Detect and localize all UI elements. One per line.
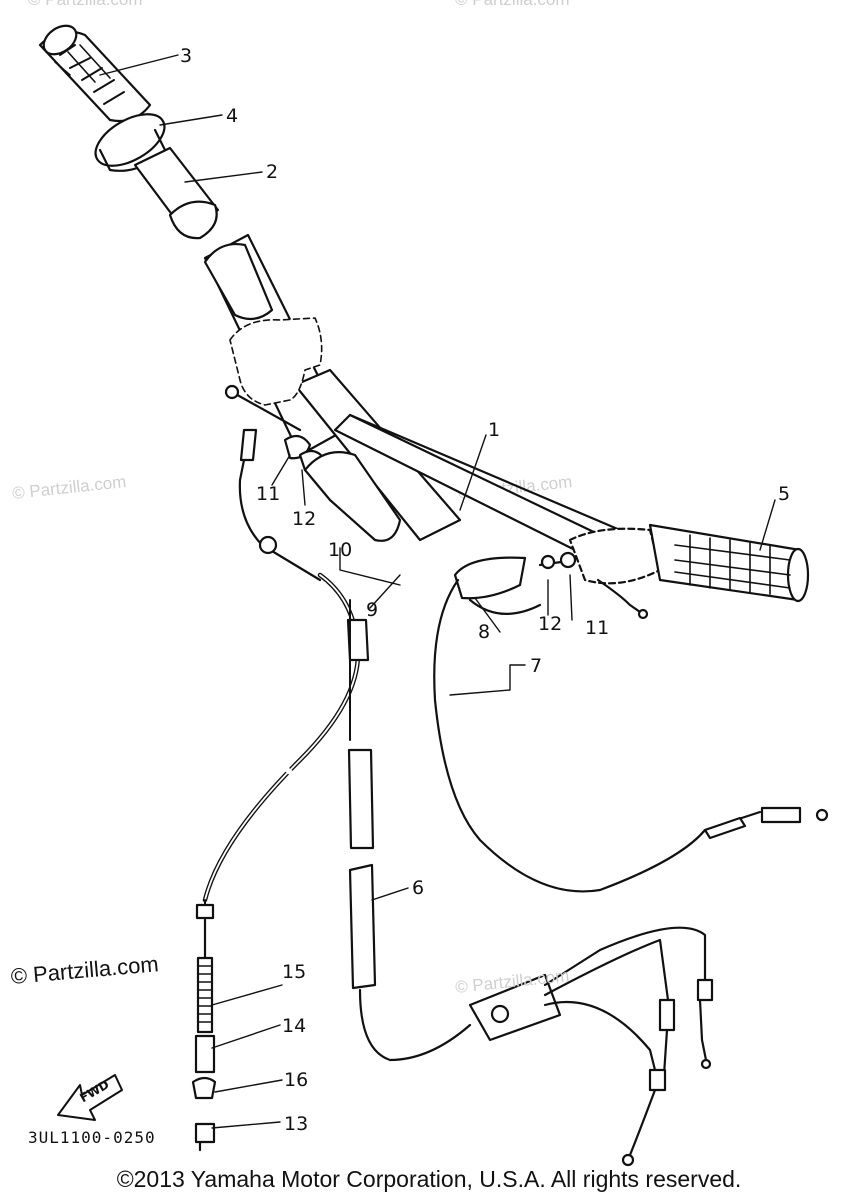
right-grip	[568, 523, 810, 603]
diagram-code: 3UL1100-0250	[28, 1128, 156, 1147]
watermark-top-left: © Partzilla.com	[28, 0, 143, 10]
callout-2: 2	[266, 161, 278, 183]
copyright-footer: ©2013 Yamaha Motor Corporation, U.S.A. A…	[116, 1166, 742, 1192]
callout-14: 14	[282, 1015, 306, 1037]
left-grip	[38, 24, 152, 123]
throttle-tube	[133, 146, 220, 240]
callout-16: 16	[284, 1069, 308, 1091]
callout-4: 4	[226, 105, 238, 127]
handlebar	[203, 233, 622, 557]
callout-5: 5	[778, 483, 790, 505]
watermark-top-center: © Partzilla.com	[455, 0, 570, 10]
callout-9: 9	[366, 599, 378, 621]
callout-8: 8	[478, 621, 490, 643]
callout-11-left: 11	[256, 483, 280, 505]
callout-10: 10	[328, 539, 352, 561]
callout-1: 1	[488, 419, 500, 441]
callout-11-right: 11	[585, 617, 609, 639]
left-switch-housing	[303, 451, 402, 542]
callout-3: 3	[180, 45, 192, 67]
callout-leaders	[99, 54, 776, 1129]
right-lever-holder	[453, 556, 542, 615]
callout-6: 6	[412, 877, 424, 899]
callout-12-right: 12	[538, 613, 562, 635]
fwd-arrow	[57, 1074, 123, 1121]
callout-13: 13	[284, 1113, 308, 1135]
callout-15: 15	[282, 961, 306, 983]
callout-12-left: 12	[292, 508, 316, 530]
adjuster-spring	[196, 956, 214, 1034]
callout-7: 7	[530, 655, 542, 677]
